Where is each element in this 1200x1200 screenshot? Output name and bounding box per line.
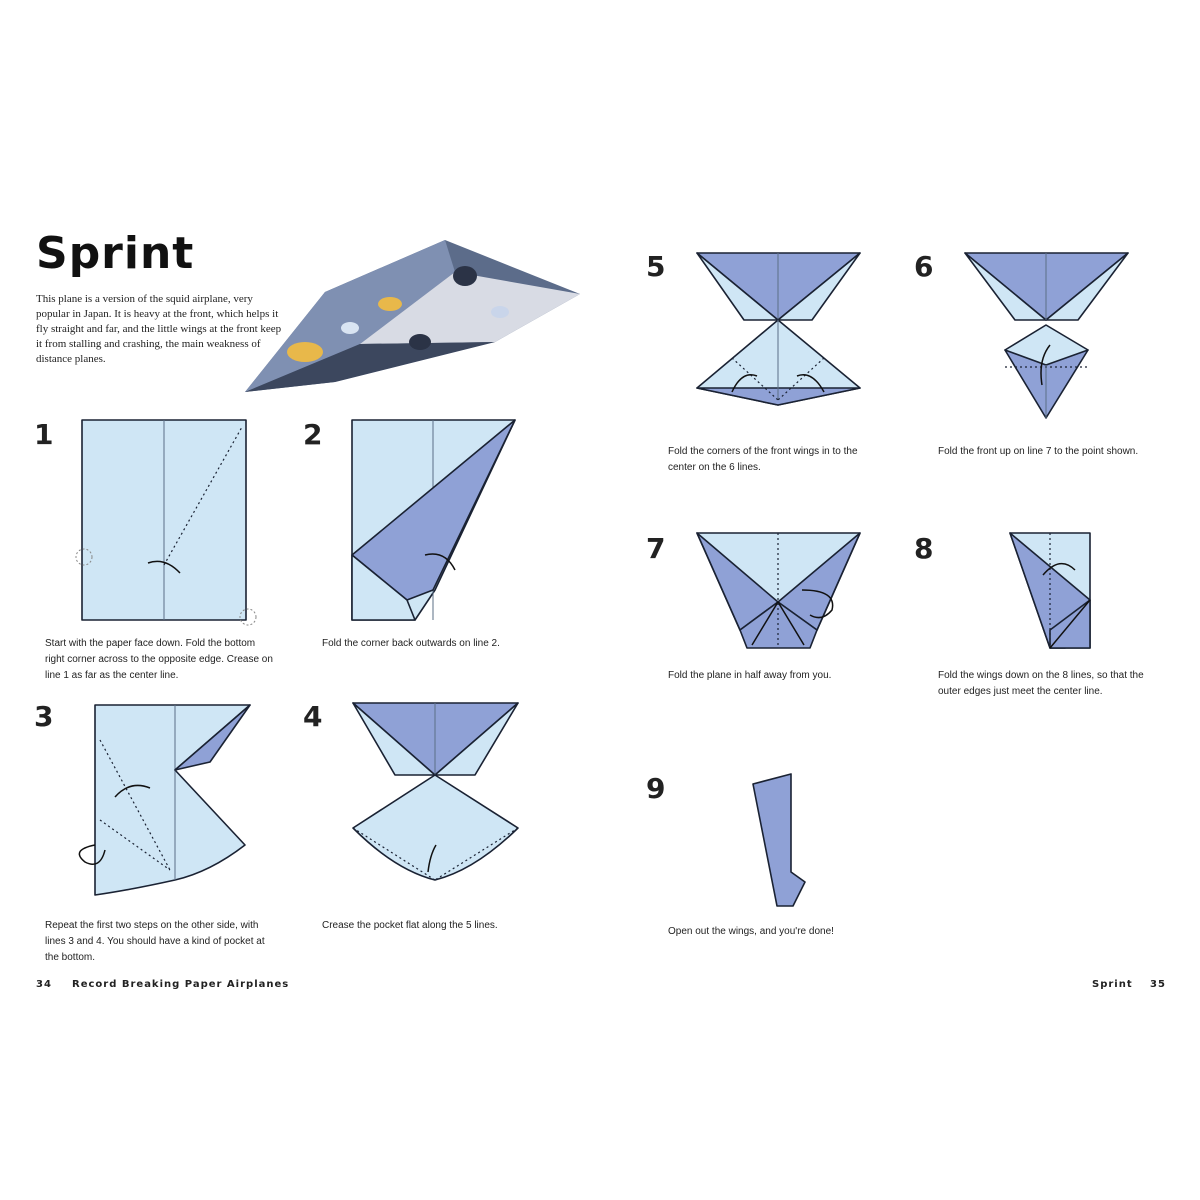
step-2-number: 2	[303, 418, 323, 451]
right-running-title: Sprint	[1092, 979, 1133, 990]
step-6-number: 6	[914, 250, 934, 283]
page-title: Sprint	[36, 228, 195, 279]
step-6-diagram	[964, 252, 1129, 419]
step-5-diagram	[696, 252, 861, 406]
step-7-diagram	[696, 532, 861, 649]
step-1-number: 1	[34, 418, 54, 451]
intro-paragraph: This plane is a version of the squid air…	[36, 293, 282, 365]
step-2-caption: Fold the corner back outwards on line 2.	[322, 638, 500, 649]
step-9-caption: Open out the wings, and you're done!	[668, 926, 834, 937]
sprint-plane-photo	[245, 240, 580, 392]
step-3-number: 3	[34, 700, 54, 733]
step-8-number: 8	[914, 532, 934, 565]
step-7-number: 7	[646, 532, 666, 565]
step-5-number: 5	[646, 250, 666, 283]
step-7-caption: Fold the plane in half away from you.	[668, 670, 832, 681]
step-4-number: 4	[303, 700, 323, 733]
step-3-caption: Repeat the first two steps on the other …	[45, 920, 265, 963]
left-page-number: 34	[36, 979, 52, 990]
step-1-diagram	[75, 419, 257, 626]
step-3-diagram	[78, 704, 251, 896]
step-5-caption: Fold the corners of the front wings in t…	[668, 446, 858, 473]
step-1-caption: Start with the paper face down. Fold the…	[45, 638, 273, 681]
step-6-caption: Fold the front up on line 7 to the point…	[938, 446, 1139, 457]
step-4-caption: Crease the pocket flat along the 5 lines…	[322, 920, 498, 931]
right-page-number: 35	[1150, 979, 1166, 990]
step-8-caption: Fold the wings down on the 8 lines, so t…	[938, 670, 1144, 697]
step-9-number: 9	[646, 772, 666, 805]
step-2-diagram	[351, 419, 516, 621]
step-4-diagram	[352, 702, 519, 881]
step-8-diagram	[1009, 532, 1091, 649]
step-9-diagram	[752, 773, 806, 907]
left-running-title: Record Breaking Paper Airplanes	[72, 979, 290, 990]
